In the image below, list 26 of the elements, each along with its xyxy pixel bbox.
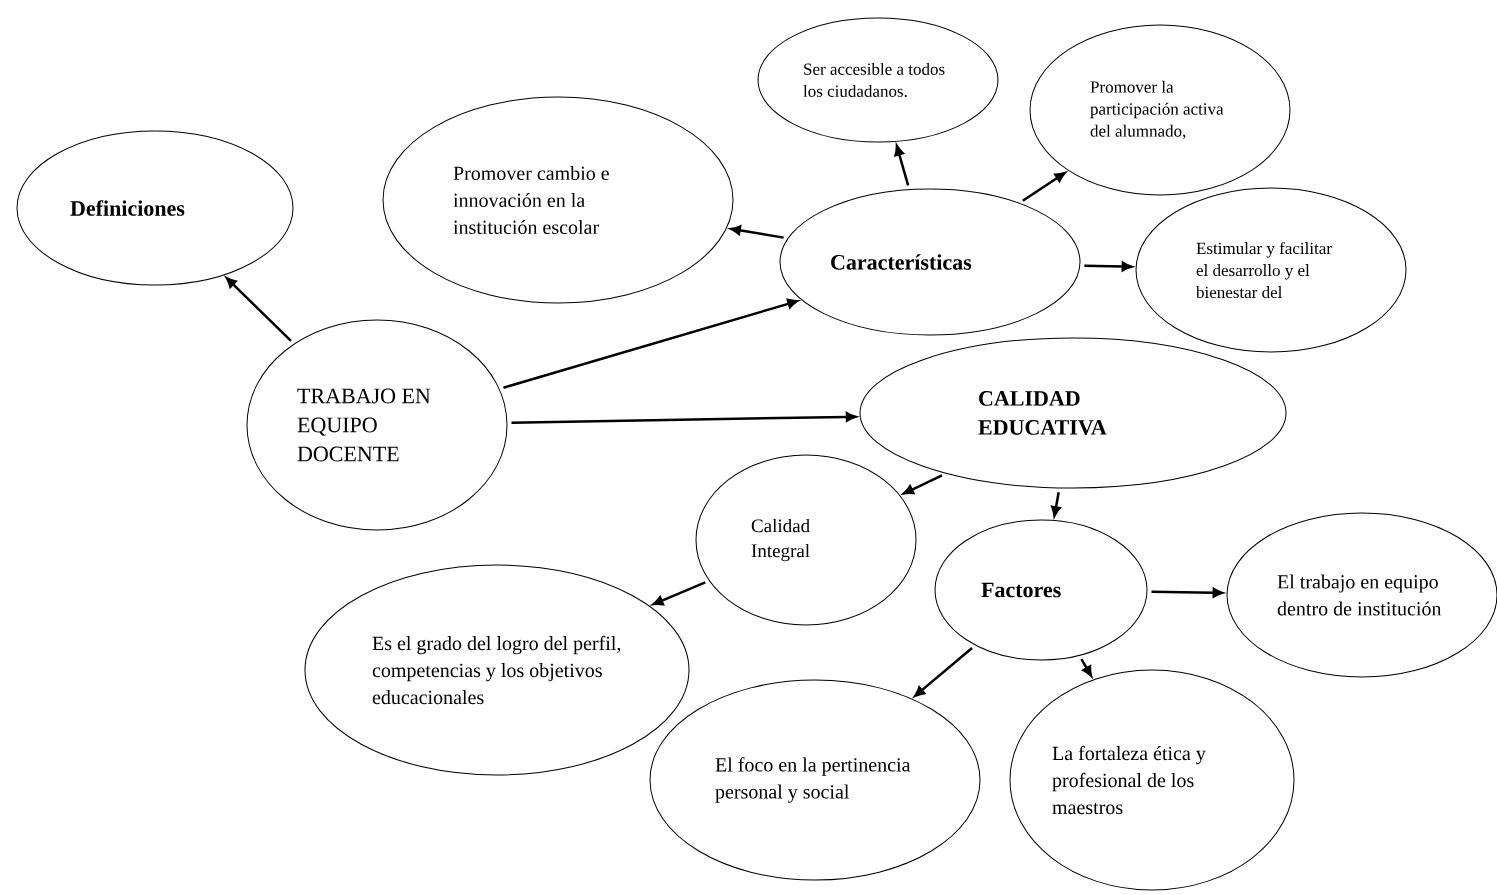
ellipse-node: Calidad Integral <box>695 454 917 626</box>
ellipse-node: Definiciones <box>16 130 294 286</box>
arrow <box>730 225 784 239</box>
arrow <box>1084 261 1133 272</box>
arrow <box>225 277 292 342</box>
ellipse-node: Promover cambio e innovación en la institución escolar <box>382 96 734 304</box>
ellipse-node: CALIDAD EDUCATIVA <box>859 337 1287 489</box>
ellipse-node: Ser accesible a todos los ciudadanos. <box>757 17 999 143</box>
ellipse-node: Características <box>779 188 1081 336</box>
arrow <box>652 581 706 606</box>
arrow <box>1080 658 1093 677</box>
arrow <box>503 298 799 389</box>
arrow <box>1151 587 1224 598</box>
arrow <box>914 647 973 697</box>
ellipse-node: Estimular y facilitar el desarrollo y el bienestar del <box>1135 187 1407 353</box>
arrow <box>511 412 857 424</box>
arrow <box>1051 492 1061 517</box>
ellipse-node: Es el grado del logro del perfil, competencias y los objetivos educacionales <box>304 564 690 776</box>
ellipse-node: Factores <box>934 519 1148 661</box>
ellipse-node: TRABAJO EN EQUIPO DOCENTE <box>246 319 508 531</box>
arrow <box>894 144 910 186</box>
arrow <box>1022 172 1066 202</box>
arrow <box>903 474 943 495</box>
ellipse-node: La fortaleza ética y profesional de los maestros <box>1009 669 1295 891</box>
ellipse-node: El foco en la pertinencia personal y social <box>649 679 981 881</box>
ellipse-node: Promover la participación activa del alumnado, <box>1029 24 1291 196</box>
